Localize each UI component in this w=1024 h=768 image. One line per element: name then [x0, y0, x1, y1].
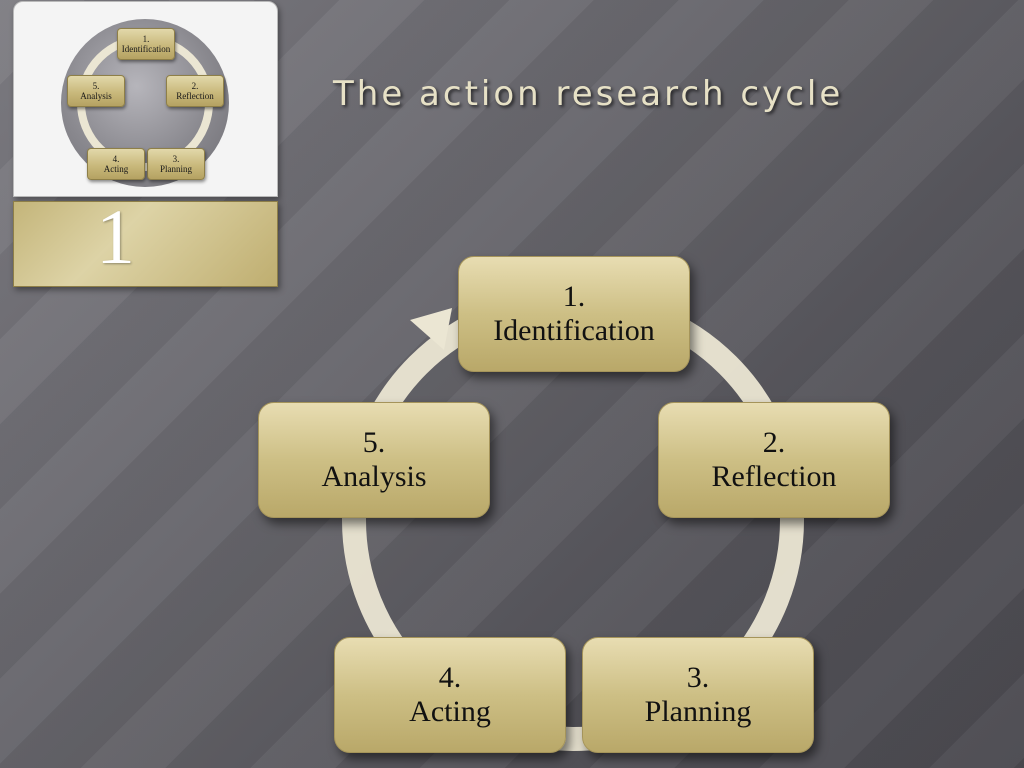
cycle-node-number: 1.	[562, 280, 586, 313]
cycle-node-number: 4.	[438, 661, 462, 694]
thumb-node-reflection: 2. Reflection	[166, 75, 224, 107]
slide-number: 1	[96, 193, 135, 280]
cycle-node-identification: 1. Identification	[458, 256, 690, 372]
cycle-node-label: Planning	[644, 695, 752, 728]
thumb-node-number: 2.	[191, 81, 199, 91]
thumb-node-label: Planning	[159, 164, 192, 174]
cycle-arrowhead	[410, 308, 452, 350]
cycle-node-planning: 3. Planning	[582, 637, 814, 753]
thumb-node-planning: 3. Planning	[147, 148, 205, 180]
thumb-node-label: Acting	[103, 164, 129, 174]
cycle-node-label: Identification	[493, 314, 655, 347]
thumb-node-label: Identification	[121, 44, 171, 54]
cycle-node-acting: 4. Acting	[334, 637, 566, 753]
thumb-node-analysis: 5. Analysis	[67, 75, 125, 107]
thumb-node-acting: 4. Acting	[87, 148, 145, 180]
thumb-node-label: Reflection	[176, 91, 214, 101]
cycle-node-label: Reflection	[711, 460, 837, 493]
thumb-node-number: 4.	[112, 154, 120, 164]
cycle-node-number: 5.	[362, 426, 386, 459]
thumb-node-identification: 1. Identification	[117, 28, 175, 60]
thumb-node-number: 1.	[142, 34, 150, 44]
page-title: The action research cycle	[333, 74, 844, 114]
thumbnail-preview: 1. Identification 2. Reflection 3. Plann…	[13, 1, 278, 197]
thumb-node-number: 3.	[172, 154, 180, 164]
cycle-node-reflection: 2. Reflection	[658, 402, 890, 518]
thumb-node-label: Analysis	[80, 91, 112, 101]
thumb-node-number: 5.	[92, 81, 100, 91]
cycle-node-number: 2.	[762, 426, 786, 459]
cycle-node-label: Acting	[409, 695, 491, 728]
cycle-node-label: Analysis	[321, 460, 427, 493]
slide-number-box: 1	[13, 193, 278, 287]
cycle-node-analysis: 5. Analysis	[258, 402, 490, 518]
cycle-node-number: 3.	[686, 661, 710, 694]
